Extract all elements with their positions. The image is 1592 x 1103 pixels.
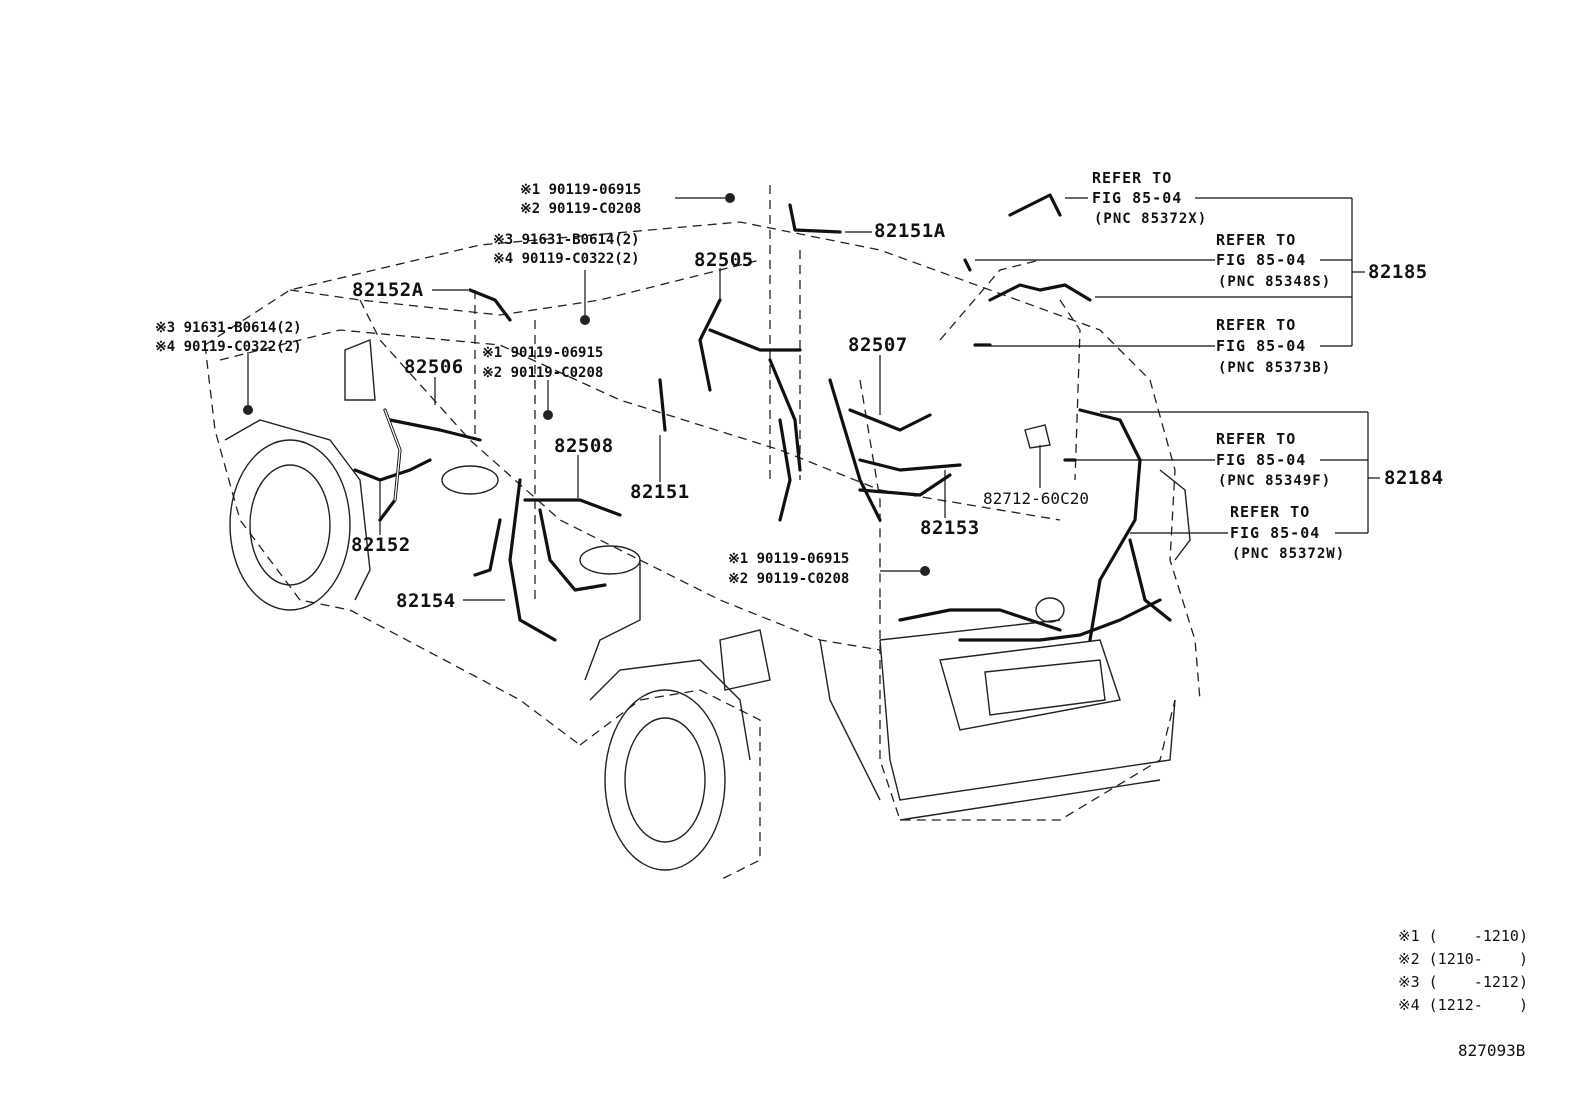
fastener-label: ※3 91631-B0614(2): [493, 232, 640, 248]
legend-note: ※3 ( -1212): [1398, 973, 1528, 991]
refer-to-pnc: (PNC 85373B): [1218, 360, 1332, 376]
refer-to-figure: FIG 85-04: [1216, 451, 1307, 469]
refer-to-figure: FIG 85-04: [1216, 251, 1307, 269]
fastener-label: ※1 90119-06915: [482, 345, 604, 361]
part-number-82152A: 82152A: [352, 279, 424, 301]
part-number-82151A: 82151A: [874, 220, 946, 242]
fastener-label: ※3 91631-B0614(2): [155, 320, 302, 336]
refer-to-pnc: (PNC 85372X): [1094, 211, 1208, 227]
fastener-label: ※1 90119-06915: [520, 182, 642, 198]
legend-note: ※2 (1210- ): [1398, 950, 1528, 968]
refer-to-label: REFER TO: [1092, 169, 1173, 187]
vehicle-body-lines: [224, 338, 1191, 871]
part-number-82185: 82185: [1368, 261, 1428, 283]
refer-to-pnc: (PNC 85372W): [1232, 546, 1346, 562]
fastener-label: ※4 90119-C0322(2): [155, 339, 302, 355]
refer-to-figure: FIG 85-04: [1216, 337, 1307, 355]
part-number-82184: 82184: [1384, 467, 1444, 489]
fastener-label: ※2 90119-C0208: [520, 201, 642, 217]
part-number-82154: 82154: [396, 590, 456, 612]
part-number-82508: 82508: [554, 435, 614, 457]
part-number-82506: 82506: [404, 356, 464, 378]
fastener-symbols: [243, 193, 1051, 576]
part-number-82153: 82153: [920, 517, 980, 539]
refer-to-figure: FIG 85-04: [1092, 189, 1183, 207]
leader-lines: [247, 197, 1380, 601]
fastener-label: ※4 90119-C0322(2): [493, 251, 640, 267]
fastener-label: ※1 90119-06915: [728, 551, 850, 567]
part-number-82507: 82507: [848, 334, 908, 356]
refer-to-label: REFER TO: [1216, 231, 1297, 249]
refer-to-label: REFER TO: [1230, 503, 1311, 521]
figure-code: 827093B: [1458, 1041, 1526, 1060]
part-number-82152: 82152: [351, 534, 411, 556]
refer-to-label: REFER TO: [1216, 430, 1297, 448]
legend-note: ※1 ( -1210): [1398, 927, 1528, 945]
fastener-label: ※2 90119-C0208: [728, 571, 850, 587]
fastener-label: ※2 90119-C0208: [482, 365, 604, 381]
refer-to-pnc: (PNC 85349F): [1218, 473, 1332, 489]
refer-to-pnc: (PNC 85348S): [1218, 274, 1332, 290]
part-number-82712: 82712-60C20: [983, 489, 1089, 508]
legend-note: ※4 (1212- ): [1398, 996, 1528, 1014]
refer-to-label: REFER TO: [1216, 316, 1297, 334]
part-number-82151: 82151: [630, 481, 690, 503]
part-number-82505: 82505: [694, 249, 754, 271]
refer-to-figure: FIG 85-04: [1230, 524, 1321, 542]
